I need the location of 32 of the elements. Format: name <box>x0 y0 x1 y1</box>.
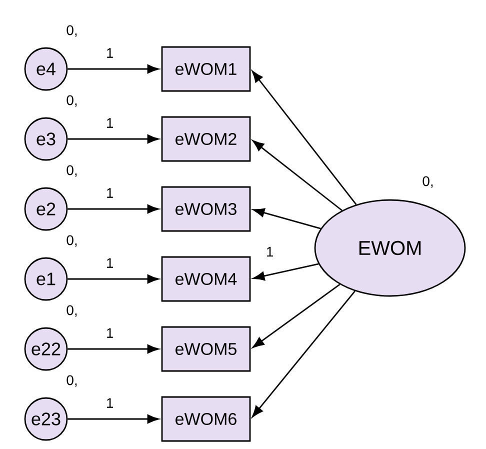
indicator-box: eWOM4 <box>161 256 251 302</box>
arrow <box>252 290 356 418</box>
parameter-label: 0, <box>66 25 77 37</box>
arrow <box>252 284 340 348</box>
arrow <box>252 263 319 281</box>
parameter-label: 0, <box>66 95 77 107</box>
indicator-box: eWOM6 <box>161 396 251 442</box>
arrow <box>68 204 159 214</box>
arrow <box>68 344 159 354</box>
edge-label: 1 <box>266 246 273 257</box>
parameter-label: 0, <box>66 165 77 177</box>
edge-label: 1 <box>107 398 114 408</box>
parameter-label: 0, <box>422 176 433 188</box>
edge-label: 1 <box>107 188 114 198</box>
arrow <box>68 64 159 74</box>
edge-label: 1 <box>107 258 114 268</box>
indicator-box: eWOM2 <box>161 116 251 162</box>
arrow <box>68 274 159 284</box>
arrow <box>252 70 357 205</box>
arrow <box>68 414 159 424</box>
parameter-label: 0, <box>66 235 77 247</box>
edge-label: 1 <box>107 328 114 338</box>
edge-label: 1 <box>107 48 114 58</box>
edge-label: 1 <box>107 118 114 128</box>
indicator-box: eWOM1 <box>161 46 251 92</box>
parameter-label: 0, <box>66 305 77 317</box>
arrow <box>68 134 159 144</box>
arrow <box>252 140 342 211</box>
arrow <box>252 208 321 230</box>
indicator-box: eWOM5 <box>161 326 251 372</box>
parameter-label: 0, <box>66 375 77 387</box>
indicator-box: eWOM3 <box>161 186 251 232</box>
